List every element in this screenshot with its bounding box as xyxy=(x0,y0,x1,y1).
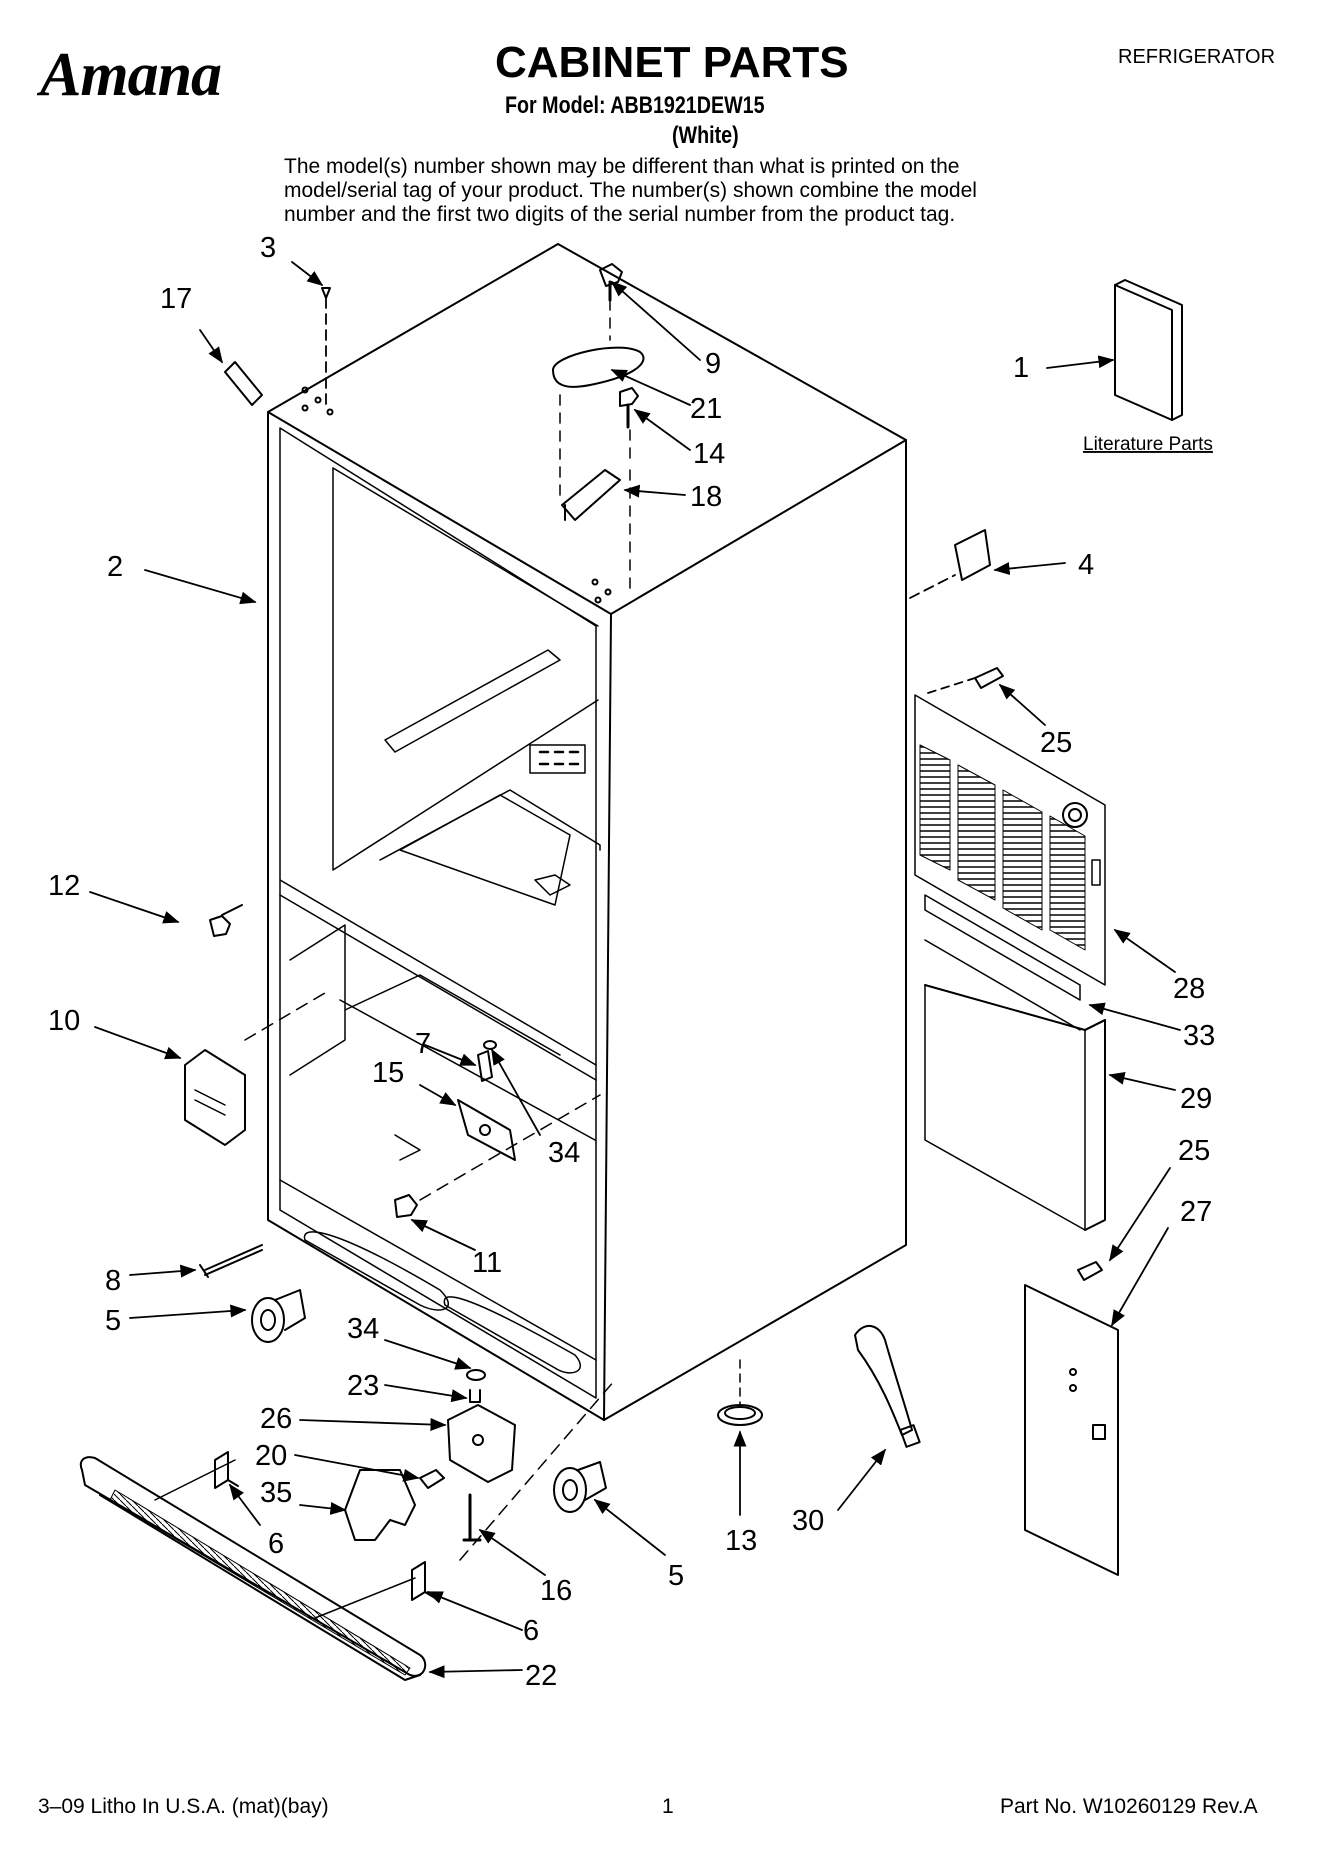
callout-14: 14 xyxy=(693,438,725,470)
callout-5-left: 5 xyxy=(105,1305,121,1337)
callout-11: 11 xyxy=(472,1247,502,1279)
control-module xyxy=(184,989,331,1146)
callout-18: 18 xyxy=(690,481,722,513)
notice-line: number and the first two digits of the s… xyxy=(284,203,956,226)
callout-labels: 3 17 2 9 21 14 18 1 Literature Parts 4 2… xyxy=(48,232,1215,1692)
screw-25-lower xyxy=(1077,1261,1103,1281)
part-number: Part No. W10260129 Rev.A xyxy=(1000,1795,1258,1818)
literature-booklet xyxy=(1114,279,1183,421)
callout-3: 3 xyxy=(260,232,276,264)
callout-17: 17 xyxy=(160,283,192,315)
page-number: 1 xyxy=(662,1795,674,1818)
tape-strip xyxy=(224,361,263,406)
drain-tube xyxy=(854,1325,921,1448)
callout-13: 13 xyxy=(725,1525,757,1557)
callout-4: 4 xyxy=(1078,549,1094,581)
notice-line: model/serial tag of your product. The nu… xyxy=(284,179,977,202)
caster-right xyxy=(553,1461,607,1513)
leader-lines xyxy=(89,261,1181,1679)
callout-30: 30 xyxy=(792,1505,824,1537)
label-4 xyxy=(954,529,991,581)
callout-21: 21 xyxy=(690,393,722,425)
model-variant: (White) xyxy=(672,122,739,149)
top-hinge-assembly xyxy=(552,263,645,591)
clip-6-left xyxy=(214,1451,239,1489)
callout-22: 22 xyxy=(525,1660,557,1692)
callout-25-upper: 25 xyxy=(1040,727,1072,759)
screw-12 xyxy=(209,904,243,937)
rear-panel xyxy=(1024,1284,1119,1576)
callout-6-right: 6 xyxy=(523,1615,539,1647)
callout-29: 29 xyxy=(1180,1083,1212,1115)
model-number: For Model: ABB1921DEW15 xyxy=(505,92,765,119)
gasket-strip xyxy=(924,894,1081,1001)
rear-access-cover xyxy=(914,694,1106,986)
callout-6-left: 6 xyxy=(268,1528,284,1560)
callout-25-lower: 25 xyxy=(1178,1135,1210,1167)
screw-3 xyxy=(321,287,331,299)
callout-27: 27 xyxy=(1180,1196,1212,1228)
callout-5-right: 5 xyxy=(668,1560,684,1592)
callout-9: 9 xyxy=(705,348,721,380)
callout-34-lower: 34 xyxy=(347,1313,379,1345)
lower-hinge-assembly xyxy=(394,1040,601,1218)
callout-33: 33 xyxy=(1183,1020,1215,1052)
base-grille xyxy=(79,1456,427,1681)
caster-left xyxy=(251,1289,306,1343)
bottom-hinge-bracket xyxy=(419,1369,616,1561)
literature-parts-label: Literature Parts xyxy=(1083,434,1213,455)
callout-7: 7 xyxy=(415,1028,431,1060)
insulation-panel xyxy=(924,984,1106,1231)
callout-35: 35 xyxy=(260,1477,292,1509)
amana-logo: Amana xyxy=(40,41,222,109)
gasket-strip-lower xyxy=(924,939,1081,1031)
callout-26: 26 xyxy=(260,1403,292,1435)
screw-25-upper xyxy=(974,667,1004,689)
callout-1: 1 xyxy=(1013,352,1029,384)
callout-2: 2 xyxy=(107,551,123,583)
notice-line: The model(s) number shown may be differe… xyxy=(284,155,960,178)
callout-23: 23 xyxy=(347,1370,379,1402)
callout-8: 8 xyxy=(105,1265,121,1297)
plug xyxy=(717,1359,763,1426)
hinge-cover xyxy=(344,1469,416,1541)
footer-litho: 3–09 Litho In U.S.A. (mat)(bay) xyxy=(38,1795,329,1818)
callout-20: 20 xyxy=(255,1440,287,1472)
callout-12: 12 xyxy=(48,870,80,902)
product-category: REFRIGERATOR xyxy=(1118,46,1276,68)
callout-28: 28 xyxy=(1173,973,1205,1005)
model-notice: The model(s) number shown may be differe… xyxy=(284,155,1084,227)
callout-34-upper: 34 xyxy=(548,1137,580,1169)
cabinet-shell xyxy=(267,243,907,1421)
leveling-bolt-8 xyxy=(199,1244,263,1278)
callout-16: 16 xyxy=(540,1575,572,1607)
callout-15: 15 xyxy=(372,1057,404,1089)
callout-10: 10 xyxy=(48,1005,80,1037)
page-title: CABINET PARTS xyxy=(495,38,849,87)
